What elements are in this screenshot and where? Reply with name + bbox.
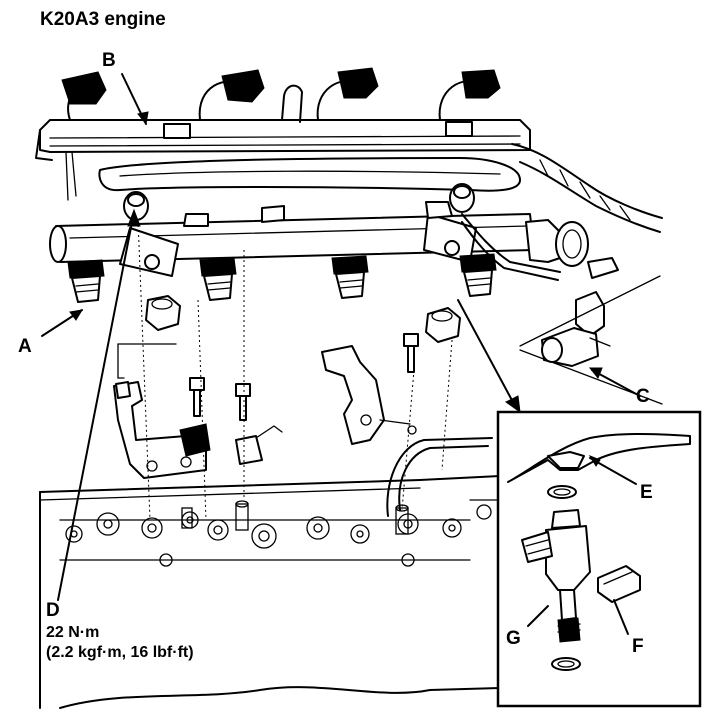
left-harness-bracket — [113, 381, 211, 479]
callout-f: F — [632, 636, 644, 657]
injector-2 — [199, 257, 237, 301]
injector-1 — [67, 259, 105, 303]
bracket-bolts — [189, 333, 419, 421]
injector-3 — [331, 255, 369, 299]
torque-spec-metric: 22 N·m — [46, 624, 100, 641]
fuel-hose — [398, 445, 489, 511]
callout-a: A — [18, 336, 32, 357]
diagram-title: K20A3 engine — [40, 9, 166, 30]
fuel-rail-cover-b — [98, 157, 521, 192]
leader-lines — [41, 73, 663, 601]
detail-box — [496, 410, 702, 708]
cylinder-head — [39, 475, 501, 709]
torque-spec-imperial: (2.2 kgf·m, 16 lbf·ft) — [46, 644, 194, 661]
callout-d: D — [46, 600, 60, 621]
rail-spacers — [145, 295, 461, 343]
center-clip — [235, 425, 283, 465]
construction-lines — [137, 219, 453, 521]
engine-wire-harness — [35, 67, 663, 233]
callout-b: B — [102, 50, 116, 71]
injector-4 — [459, 253, 497, 297]
callout-e: E — [640, 482, 653, 503]
right-harness-bracket — [321, 345, 417, 445]
fuel-rail — [49, 183, 619, 281]
fuel-injectors-installed — [67, 253, 497, 303]
callout-c: C — [636, 386, 650, 407]
connector-c — [541, 291, 611, 367]
callout-g: G — [506, 628, 521, 649]
